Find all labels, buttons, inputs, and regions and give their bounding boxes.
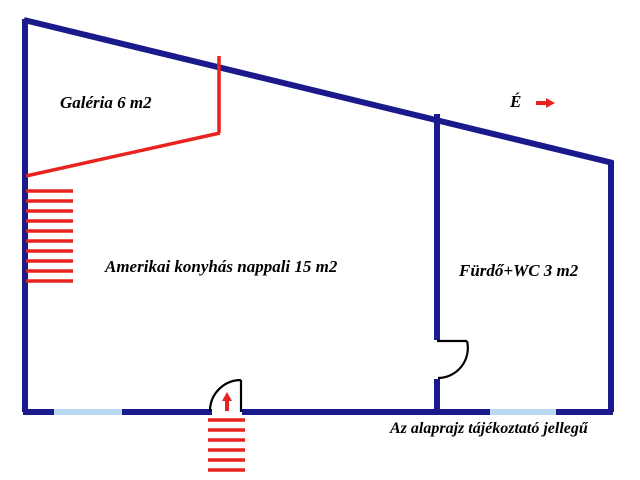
room-label-galeria: Galéria 6 m2 [60,93,152,112]
gallery-outline [25,56,221,178]
plan-disclaimer-text: Az alaprajz tájékoztató jellegű [390,420,588,437]
entrance-door-swing-arc [208,378,242,412]
gallery-stairs [26,189,73,283]
wall-top-sloped [23,17,614,166]
entrance-door [208,378,243,416]
arrow-up-icon [222,392,232,411]
bathroom-door-swing-arc [437,340,469,380]
room-label-furdo-wc: Fürdő+WC 3 m2 [459,261,579,280]
bathroom-door [437,339,469,380]
gallery-edge-diagonal [25,131,221,178]
arrow-right-icon [536,98,555,108]
compass-north-label: É [510,92,522,111]
room-label-nappali: Amerikai konyhás nappali 15 m2 [105,257,338,276]
exterior-walls [22,17,614,415]
entrance-stairs [208,418,245,472]
